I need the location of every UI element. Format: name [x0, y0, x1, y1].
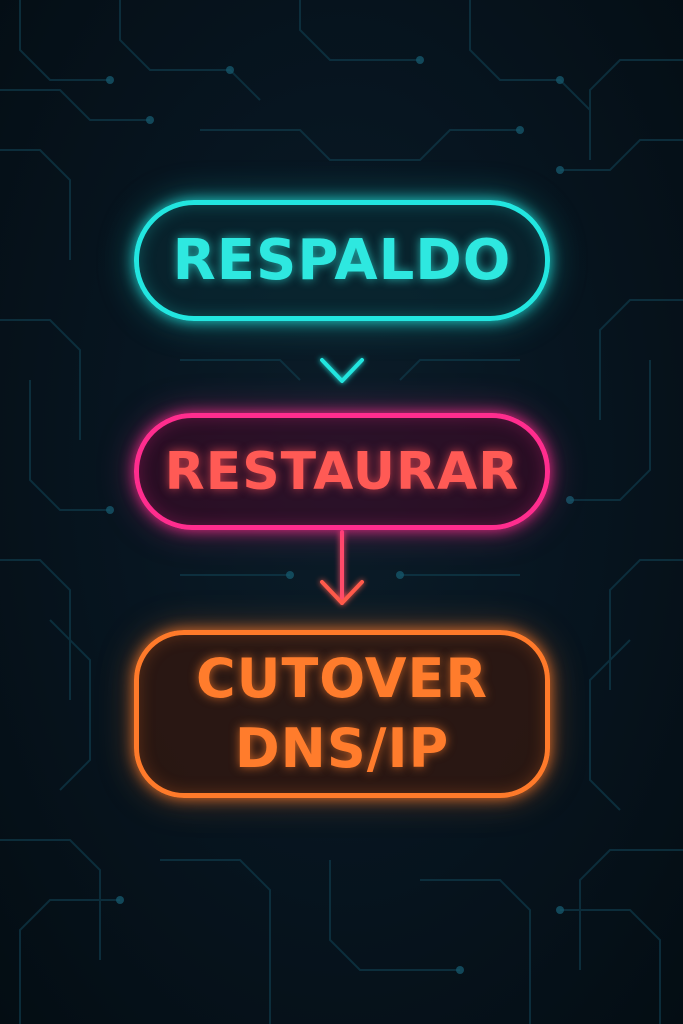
step-respaldo-label: RESPALDO — [172, 228, 512, 293]
step-cutover-label-line1: CUTOVER — [195, 647, 489, 710]
step-respaldo: RESPALDO — [134, 200, 550, 321]
step-restaurar-label: RESTAURAR — [164, 441, 520, 502]
step-restaurar: RESTAURAR — [134, 413, 550, 530]
step-cutover-dns-ip: CUTOVER DNS/IP — [134, 630, 550, 798]
step-cutover-label-line2: DNS/IP — [234, 717, 450, 780]
